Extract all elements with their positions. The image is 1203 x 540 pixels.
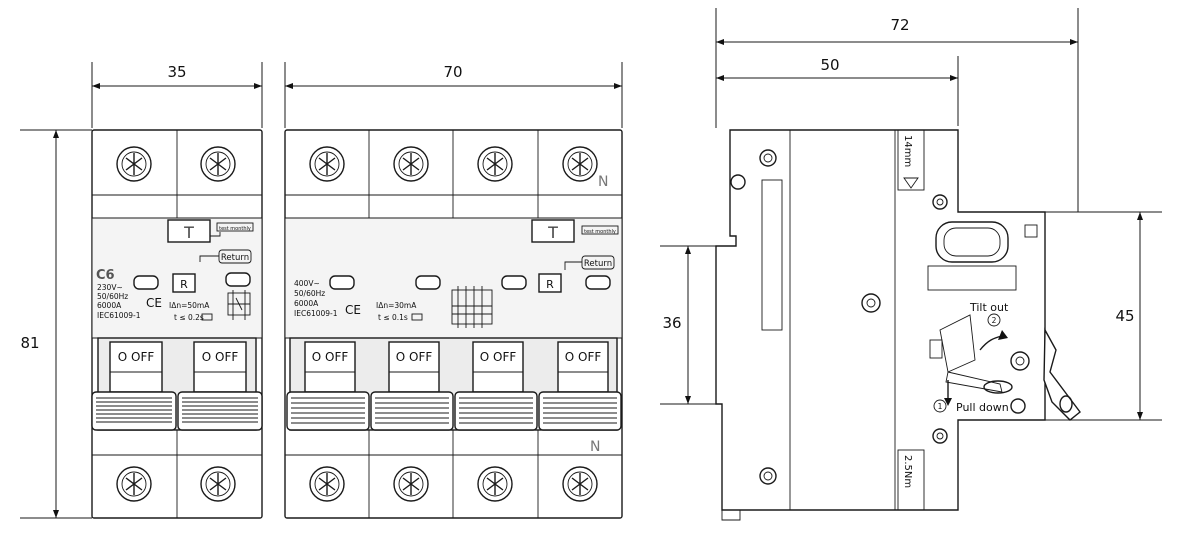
off-label: O OFF (118, 350, 155, 364)
step-two-label: 2 (992, 316, 997, 325)
test-button[interactable] (167, 219, 211, 243)
terminal-screw-icon (562, 466, 598, 502)
indicator-window (225, 272, 251, 287)
voltage-label: 400V~ (294, 279, 320, 288)
test-button-label: T (547, 223, 558, 242)
dim-height: 81 (20, 334, 39, 352)
dim-four-pole-width: 70 (443, 63, 462, 81)
mounting-screw-icon (1010, 351, 1030, 371)
test-monthly-tag: test monthly (219, 226, 251, 232)
breaking-capacity-label: 6000A (97, 301, 122, 310)
din-rail-clip (929, 314, 1013, 406)
dim-front-height: 45 (1115, 307, 1134, 325)
off-label: O OFF (202, 350, 239, 364)
indicator-window (133, 275, 159, 290)
off-label: O OFF (480, 350, 517, 364)
indicator-window (501, 275, 527, 290)
toggle-handle[interactable] (472, 341, 524, 393)
return-label: Return (584, 259, 612, 269)
off-label: O OFF (565, 350, 602, 364)
breaking-capacity-label: 6000A (294, 299, 319, 308)
terminal-screw-icon (200, 146, 236, 182)
dimension-lines (20, 8, 1162, 519)
frequency-label: 50/60Hz (97, 292, 128, 301)
circuit-schematic-icon (451, 286, 493, 328)
indicator-window (329, 275, 355, 290)
dim-two-pole-width: 35 (167, 63, 186, 81)
neutral-label: N (590, 439, 600, 455)
mounting-screw-icon (932, 428, 948, 444)
standard-label: IEC61009-1 (294, 309, 338, 318)
tilt-out-label: Tilt out (969, 301, 1009, 314)
residual-current-label: IΔn=50mA (169, 301, 210, 310)
reset-button[interactable] (538, 273, 562, 293)
trip-time-label: t ≤ 0.2s (174, 313, 204, 322)
terminal-screw-icon (393, 146, 429, 182)
four-pole-front-view: N T test monthly Return 400V~ 50/60Hz 60… (284, 129, 623, 519)
circuit-schematic-icon (227, 290, 251, 320)
test-button[interactable] (531, 219, 575, 243)
terminal-screw-icon (562, 146, 598, 182)
trip-time-label: t ≤ 0.1s (378, 313, 408, 322)
toggle-handle[interactable] (557, 341, 609, 393)
terminal-screw-icon (393, 466, 429, 502)
dim-side-depth-front: 50 (820, 56, 839, 74)
neutral-label: N (598, 174, 608, 190)
terminal-screw-icon (309, 146, 345, 182)
reset-button-label: R (180, 278, 188, 291)
terminal-screw-icon (477, 146, 513, 182)
two-pole-front-view: T test monthly Return C6 230V~ 50/60Hz 6… (91, 129, 263, 519)
return-label: Return (221, 253, 249, 263)
dim-rail-width: 36 (662, 314, 681, 332)
off-label: O OFF (396, 350, 433, 364)
test-button-label: T (183, 223, 194, 242)
terminal-screw-icon (477, 466, 513, 502)
dimension-labels: 35 70 81 72 50 36 45 (20, 16, 1134, 352)
ce-mark: CE (146, 296, 162, 310)
reset-button[interactable] (172, 273, 196, 293)
terminal-screw-icon (309, 466, 345, 502)
mounting-screw-icon (932, 194, 948, 210)
torque-label: 2.5Nm (902, 455, 913, 488)
pull-down-label: Pull down (956, 401, 1009, 414)
side-view: 14mm 2.5Nm Tilt out 2 1 Pull down (715, 129, 1081, 521)
terminal-screw-icon (116, 466, 152, 502)
terminal-screw-icon (116, 146, 152, 182)
step-one-label: 1 (938, 402, 943, 411)
off-label: O OFF (312, 350, 349, 364)
mounting-screw-icon (759, 467, 777, 485)
voltage-label: 230V~ (97, 283, 123, 292)
wire-length-label: 14mm (902, 135, 913, 167)
toggle-handle[interactable] (193, 341, 247, 393)
handle-lever[interactable] (1043, 327, 1081, 421)
reset-button-label: R (546, 278, 554, 291)
indicator-window (585, 275, 611, 290)
ce-mark: CE (345, 303, 361, 317)
residual-current-label: IΔn=30mA (376, 301, 417, 310)
dim-side-depth-total: 72 (890, 16, 909, 34)
toggle-handle[interactable] (304, 341, 356, 393)
indicator-window (415, 275, 441, 290)
terminal-screw-icon (200, 466, 236, 502)
test-monthly-tag: test monthly (584, 229, 616, 235)
standard-label: IEC61009-1 (97, 311, 141, 320)
rating-label: C6 (96, 268, 115, 283)
frequency-label: 50/60Hz (294, 289, 325, 298)
mounting-screw-icon (861, 293, 881, 313)
mounting-screw-icon (759, 149, 777, 167)
